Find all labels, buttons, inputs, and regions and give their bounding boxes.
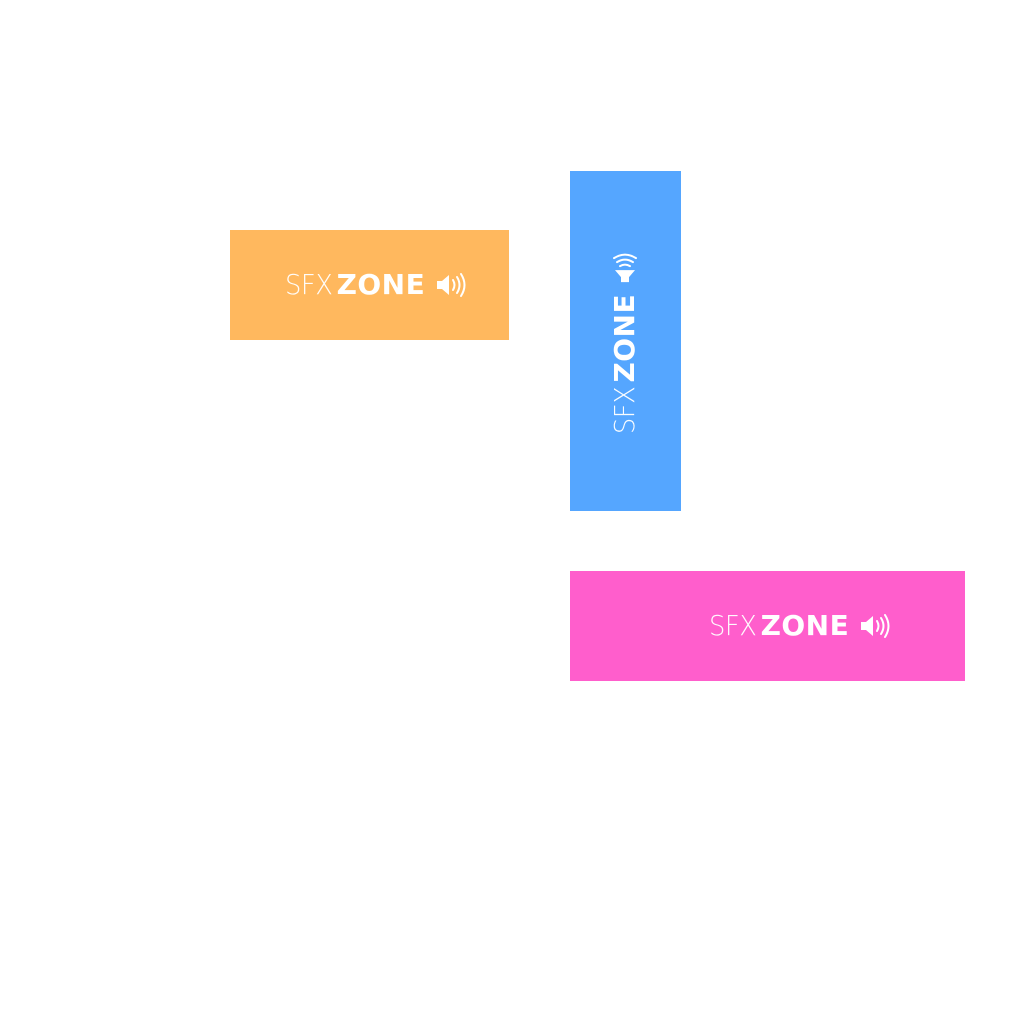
speaker-icon — [612, 248, 638, 284]
logo-name: ZONE — [760, 609, 850, 642]
pink-banner[interactable]: SFX ZONE — [570, 571, 965, 681]
speaker-icon — [435, 272, 471, 298]
speaker-icon — [859, 613, 895, 639]
logo-name: ZONE — [608, 293, 641, 383]
logo-prefix: SFX — [285, 268, 333, 301]
sfxzone-logo: SFX ZONE — [709, 612, 895, 640]
sfxzone-logo: SFX ZONE — [285, 271, 471, 299]
logo-name: ZONE — [336, 268, 426, 301]
logo-prefix: SFX — [608, 386, 641, 435]
logo-prefix: SFX — [709, 609, 757, 642]
orange-banner[interactable]: SFX ZONE — [230, 230, 509, 340]
sfxzone-logo: SFX ZONE — [608, 248, 641, 435]
blue-banner[interactable]: SFX ZONE — [570, 171, 681, 511]
